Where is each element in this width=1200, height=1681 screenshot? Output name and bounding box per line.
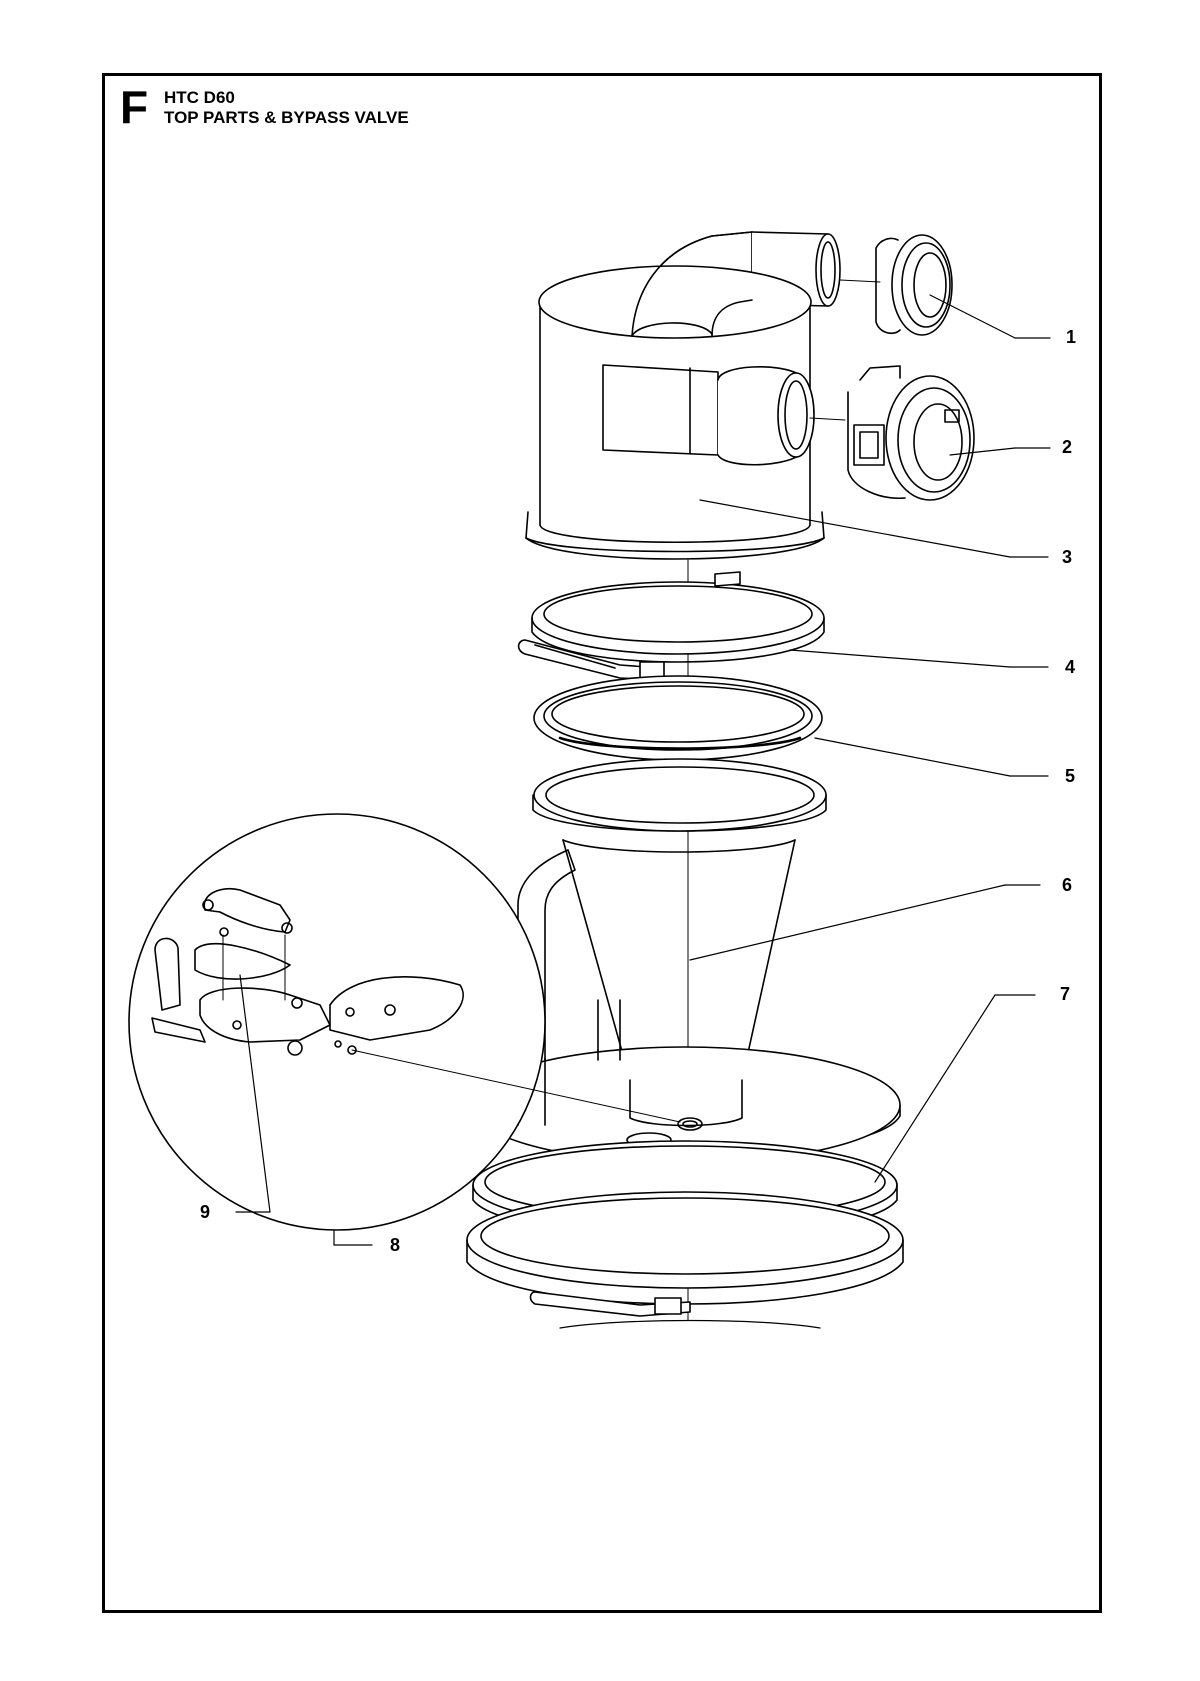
section-letter: F [120, 81, 149, 133]
callout-8: 8 [390, 1235, 401, 1255]
callout-3: 3 [1062, 547, 1073, 567]
part-clamp-ring-upper [517, 571, 825, 681]
part-lower-rings [466, 1140, 904, 1329]
page-frame [102, 73, 1102, 1613]
callout-5: 5 [1065, 766, 1076, 786]
part-cyclone-coupling [809, 365, 975, 501]
callout-2: 2 [1062, 437, 1073, 457]
leader-lines [235, 294, 1051, 1246]
callout-4: 4 [1065, 657, 1076, 677]
callout-6: 6 [1062, 875, 1073, 895]
model-name: HTC D60 [164, 88, 235, 107]
callout-9: 9 [200, 1202, 211, 1222]
callout-7: 7 [1060, 984, 1071, 1004]
part-top-cylinder [525, 231, 841, 560]
part-hose-coupling-upper [839, 234, 953, 336]
detail-circle-bypass-valve [128, 813, 681, 1231]
part-seal-ring [533, 675, 823, 761]
callout-1: 1 [1066, 327, 1077, 347]
diagram-title: TOP PARTS & BYPASS VALVE [164, 108, 409, 127]
